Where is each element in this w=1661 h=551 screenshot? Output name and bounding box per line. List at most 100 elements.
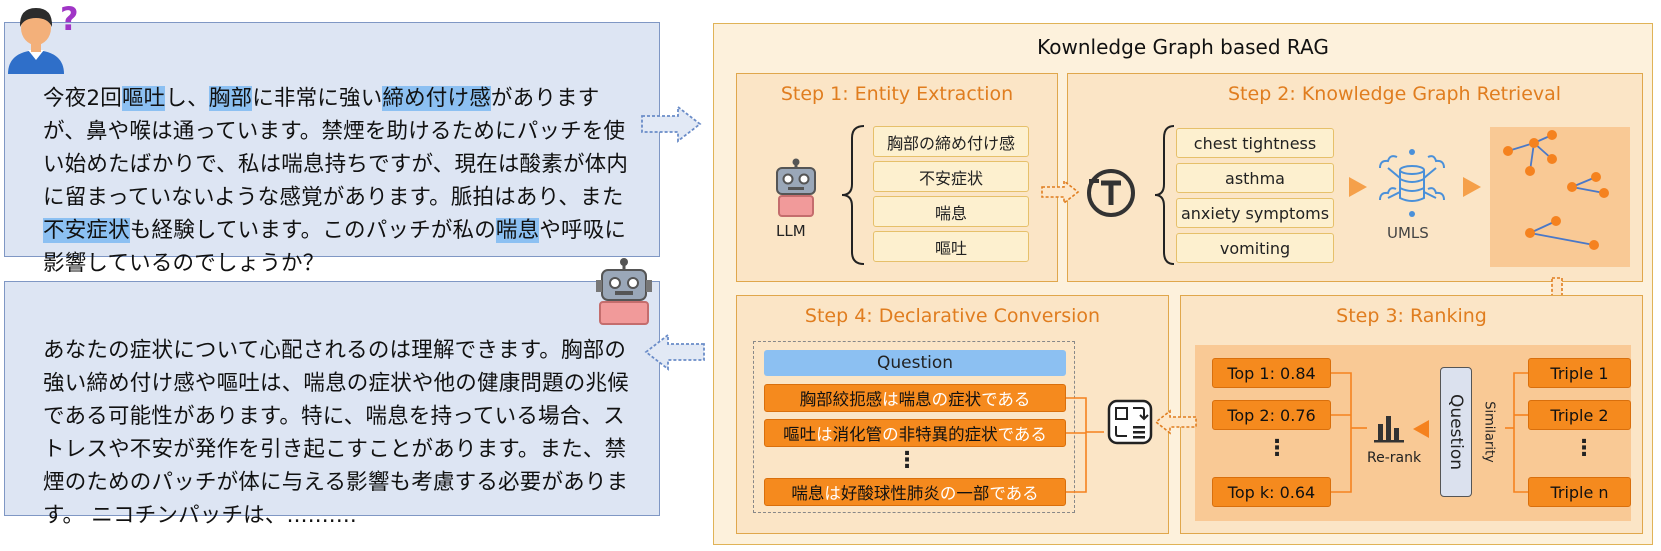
- statement-segment: の: [882, 425, 899, 444]
- entity-en-1: chest tightness: [1176, 128, 1334, 158]
- question-segment: があります: [490, 86, 600, 111]
- arrow-step3-to-step4: [1154, 409, 1197, 435]
- question-header: Question: [764, 350, 1066, 376]
- highlighted-entity: 喘息: [495, 218, 540, 243]
- question-segment: 今夜2回: [43, 86, 122, 111]
- statement-1: 胸部絞扼感は喘息の症状である: [764, 384, 1066, 412]
- database-cloud-icon: [1379, 149, 1445, 217]
- top-score-2: Top 2: 0.76: [1212, 400, 1331, 430]
- statement-n: 喘息は好酸球性肺炎の一部である: [764, 478, 1066, 506]
- step1-title: Step 1: Entity Extraction: [780, 83, 1014, 105]
- step1-brace: [841, 125, 865, 265]
- question-segment: も経験しています。このパッチが私の: [129, 218, 496, 243]
- llm-label: LLM: [776, 222, 806, 240]
- convert-icon: [1107, 399, 1153, 445]
- step3-title: Step 3: Ranking: [1336, 305, 1487, 327]
- statement-segment: 症状: [948, 390, 982, 409]
- entity-jp-4: 嘔吐: [873, 231, 1029, 262]
- similarity-label: Similarity: [1481, 401, 1497, 463]
- statement-segment: である: [997, 425, 1047, 444]
- highlighted-entity: 嘔吐: [121, 86, 166, 111]
- ranking-lines: [1331, 372, 1528, 493]
- triple-2: Triple 2: [1528, 400, 1631, 430]
- statement-segment: である: [981, 390, 1031, 409]
- statement-segment: は: [824, 484, 841, 503]
- question-segment: い始めたばかりで、私は喘息持ちですが、現在は酸素が体内: [43, 152, 629, 177]
- translate-icon: [1087, 169, 1135, 217]
- highlighted-entity: 締め付け感: [382, 86, 491, 111]
- statement-segment: は: [816, 425, 833, 444]
- statement-connector: [1066, 397, 1104, 493]
- triple-ellipsis: ⋮: [1573, 436, 1595, 461]
- question-line: い始めたばかりで、私は喘息持ちですが、現在は酸素が体内: [43, 148, 628, 181]
- statement-segment: 胸部絞扼感: [799, 390, 883, 409]
- statement-segment: の: [931, 390, 949, 409]
- entity-en-4: vomiting: [1176, 233, 1334, 263]
- statements-area: [753, 341, 1075, 513]
- arrow-to-answer: [644, 333, 705, 371]
- entity-en-3: anxiety symptoms: [1176, 198, 1334, 228]
- step2-brace: [1154, 125, 1175, 265]
- entity-en-2: asthma: [1176, 163, 1334, 193]
- user-avatar-icon: ?: [8, 0, 79, 74]
- question-vertical-box: [1440, 367, 1472, 497]
- question-segment: が、鼻や喉は通っています。禁煙を助けるためにパッチを使: [43, 119, 626, 144]
- statement-segment: 消化管: [832, 425, 883, 444]
- top-score-1: Top 1: 0.84: [1212, 358, 1331, 388]
- statement-segment: 一部: [956, 484, 990, 503]
- top-score-ellipsis: ⋮: [1266, 436, 1288, 461]
- question-line: に留まっていないような感覚があります。脈拍はあり、また: [43, 181, 628, 214]
- triple-1: Triple 1: [1528, 358, 1631, 388]
- step2-title: Step 2: Knowledge Graph Retrieval: [1228, 83, 1562, 105]
- answer-line: す。 ニコチンパッチは、..........: [43, 503, 357, 528]
- answer-line: あなたの症状について心配されるのは理解できます。胸部の: [43, 338, 627, 363]
- svg-text:?: ?: [60, 0, 79, 38]
- answer-line: トレスや不安が発作を引き起こすことがあります。また、禁: [43, 437, 627, 462]
- answer-panel: [4, 281, 660, 516]
- statement-segment: の: [939, 484, 957, 503]
- question-line: 不安症状も経験しています。このパッチが私の喘息や呼吸に: [43, 214, 628, 247]
- arrow-step1-to-step2: [1041, 179, 1080, 205]
- question-vertical-label: Question: [1446, 393, 1466, 471]
- entity-jp-1: 胸部の締め付け感: [873, 126, 1029, 157]
- rerank-label: Re-rank: [1367, 450, 1422, 466]
- highlighted-entity: 胸部: [208, 86, 253, 111]
- question-segment: 影響しているのでしょうか？: [43, 251, 325, 276]
- step4-title: Step 4: Declarative Conversion: [804, 305, 1101, 327]
- statement-segment: 好酸球性肺炎: [840, 484, 940, 503]
- robot-icon: [596, 258, 652, 325]
- entity-jp-3: 喘息: [873, 196, 1029, 227]
- answer-line: 煙のためのパッチが体に与える影響も考慮する必要がありま: [43, 470, 629, 495]
- answer-text: あなたの症状について心配されるのは理解できます。胸部の強い締め付け感や嘔吐は、喘…: [43, 334, 629, 532]
- arrow-to-rag: [641, 105, 702, 143]
- statement-segment: である: [989, 484, 1039, 503]
- statement-segment: 喘息: [898, 390, 932, 409]
- answer-line: である可能性があります。特に、喘息を持っている場合、ス: [43, 404, 625, 429]
- question-segment: に非常に強い: [252, 86, 383, 111]
- answer-line: 強い締め付け感や嘔吐は、喘息の症状や他の健康問題の兆候: [43, 371, 629, 396]
- umls-label: UMLS: [1387, 224, 1429, 242]
- knowledge-graph-icon: [1490, 127, 1630, 267]
- bar-chart-icon: [1374, 416, 1404, 443]
- question-segment: し、: [165, 86, 209, 111]
- kg-rag-title: Kownledge Graph based RAG: [1037, 35, 1329, 59]
- statement-segment: 非特異的症状: [898, 425, 998, 444]
- statement-segment: 喘息: [791, 484, 825, 503]
- orange-arrow-icon-2: [1463, 177, 1481, 197]
- top-score-k: Top k: 0.64: [1212, 477, 1331, 507]
- orange-arrow-icon: [1349, 177, 1367, 197]
- question-text: 今夜2回嘔吐し、胸部に非常に強い締め付け感がありますが、鼻や喉は通っています。禁…: [43, 82, 628, 280]
- statement-segment: は: [882, 390, 899, 409]
- orange-left-arrow-icon: [1413, 420, 1429, 438]
- triple-n: Triple n: [1528, 477, 1631, 507]
- statement-segment: 嘔吐: [783, 425, 817, 444]
- statement-segment: ⋮: [896, 448, 918, 473]
- question-segment: に留まっていないような感覚があります。脈拍はあり、また: [43, 185, 624, 210]
- llm-robot-icon: [776, 158, 816, 217]
- question-line: 影響しているのでしょうか？: [43, 247, 628, 280]
- statement-ellipsis: ⋮: [896, 448, 918, 473]
- question-line: が、鼻や喉は通っています。禁煙を助けるためにパッチを使: [43, 115, 628, 148]
- question-panel: [4, 22, 660, 257]
- entity-jp-2: 不安症状: [873, 161, 1029, 192]
- question-line: 今夜2回嘔吐し、胸部に非常に強い締め付け感があります: [43, 82, 628, 115]
